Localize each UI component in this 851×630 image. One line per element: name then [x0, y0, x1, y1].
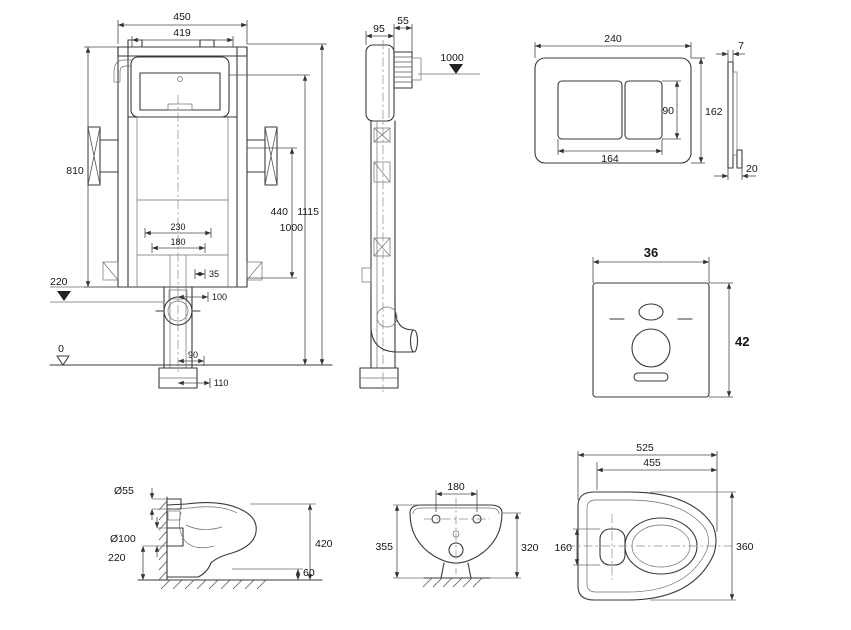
adjustable-foot: [158, 367, 198, 389]
dim-320-label: 320: [521, 542, 539, 554]
tank-center-hole: [177, 76, 183, 82]
dim-100-label: 100: [212, 292, 227, 302]
wall-bracket-left: [87, 126, 119, 186]
dim-20-label: 20: [746, 163, 758, 175]
dim-355-label: 355: [375, 541, 393, 553]
view-toilet-side: Ø55 Ø100 220 420 60: [108, 485, 333, 590]
floor-hatching-front: [422, 577, 483, 588]
dim-90-plate-label: 90: [662, 105, 674, 117]
dim-450-label: 450: [173, 11, 191, 23]
dim-35-label: 35: [209, 269, 219, 279]
dim-419-label: 419: [173, 27, 191, 39]
frame-top-tab-right: [199, 39, 215, 48]
dim-220-label: 220: [50, 276, 68, 288]
dim-440-label: 440: [270, 206, 288, 218]
dim-810-label: 810: [66, 165, 84, 177]
pan-top-outline: [577, 491, 717, 601]
mat-slot-cutout: [633, 372, 669, 382]
dim-90-label: 90: [188, 350, 198, 360]
view-frame-front: 450 419 810 440 1000 1115 230: [49, 11, 333, 389]
level-marker-zero: [56, 355, 70, 366]
dim-dia100-label: Ø100: [110, 533, 136, 545]
flush-plate-side-view: 7 20: [714, 40, 758, 180]
mat-round-cutout: [631, 328, 671, 368]
wall-sleeve: [393, 51, 422, 89]
dims-toilet-side: Ø55 Ø100 220 420 60: [108, 485, 333, 580]
dim-7-label: 7: [738, 40, 744, 52]
dim-160-label: 160: [554, 542, 572, 554]
water-inlet-elbow: [113, 59, 131, 83]
dim-220-side-label: 220: [108, 552, 126, 564]
dim-360-label: 360: [736, 541, 754, 553]
pan-front-outline: [409, 504, 503, 564]
dim-110-label: 110: [214, 378, 228, 388]
side-fixing-details: [361, 127, 391, 283]
dim-1115-label: 1115: [297, 206, 319, 218]
wall-hatching: [158, 500, 168, 581]
pan-side-outline: [166, 502, 257, 578]
level-marker-1000: [449, 64, 463, 74]
mat-oval-cutout: [638, 303, 664, 321]
view-flush-plate: 240 162 90 164 7 20: [534, 33, 758, 180]
view-frame-side: 95 55 1000: [359, 15, 480, 392]
dim-455-label: 455: [643, 457, 661, 469]
adjustable-foot-side: [359, 367, 399, 389]
dims-insulation-mat: 36 42: [592, 245, 749, 398]
floor-hatching: [160, 579, 267, 590]
frame-top-bar: [117, 46, 248, 57]
lower-bracket-left: [102, 261, 119, 281]
frame-rail-right: [236, 46, 248, 288]
level-marker-220: [57, 291, 71, 301]
flush-opening: [599, 528, 626, 566]
dim-0-label: 0: [58, 343, 64, 355]
dim-1000-level-label: 1000: [440, 52, 464, 64]
dims-frame-front: 450 419 810 440 1000 1115 230: [50, 11, 327, 388]
view-insulation-mat: 36 42: [592, 245, 749, 398]
flush-plate-body: [534, 57, 692, 164]
insulation-mat-body: [592, 282, 710, 398]
dim-36-label: 36: [644, 245, 658, 260]
dim-42-label: 42: [735, 334, 749, 349]
view-toilet-front: 180 355 320: [375, 481, 539, 588]
dim-dia55-label: Ø55: [114, 485, 134, 497]
wall-bracket-right: [246, 126, 278, 186]
dim-164-label: 164: [601, 153, 619, 165]
frame-top-tab-left: [127, 39, 143, 48]
dim-525-label: 525: [636, 442, 654, 454]
tank-access-panel: [139, 72, 221, 111]
cistern-tank: [130, 56, 230, 118]
dim-55-label: 55: [397, 15, 409, 27]
outlet-elbow-side: [370, 297, 419, 353]
dims-toilet-front: 180 355 320: [375, 481, 539, 578]
seat-inner-outline: [586, 499, 709, 593]
flush-button-large: [557, 80, 623, 140]
lower-bracket-right: [246, 261, 263, 281]
flush-button-small: [624, 80, 663, 140]
dim-230-label: 230: [170, 222, 185, 232]
dim-240-label: 240: [604, 33, 622, 45]
dim-180-label: 180: [170, 237, 185, 247]
dim-180-front-label: 180: [447, 481, 465, 493]
outlet-pipe-stub: [166, 527, 184, 547]
dims-flush-plate: 240 162 90 164: [534, 33, 723, 165]
dim-162-label: 162: [705, 106, 723, 118]
dims-toilet-top: 525 455 160 360: [554, 442, 754, 601]
dim-1000-label: 1000: [280, 222, 304, 234]
tank-side-profile: [365, 44, 395, 122]
dim-420-label: 420: [315, 538, 333, 550]
view-toilet-top: 525 455 160 360: [554, 442, 754, 601]
dim-95-label: 95: [373, 23, 385, 35]
frame-rail-left: [117, 46, 129, 288]
dims-frame-side: 95 55 1000: [365, 15, 480, 75]
dim-60-label: 60: [303, 567, 315, 579]
